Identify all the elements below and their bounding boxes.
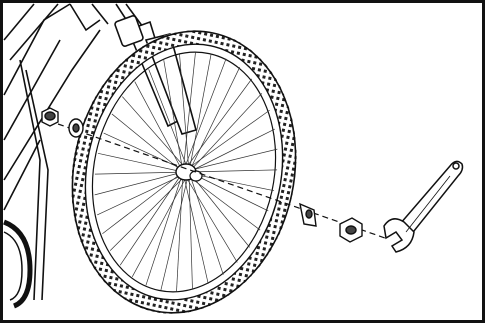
left-axle-nut: [42, 108, 58, 126]
right-axle-nut: [340, 218, 362, 242]
left-tab-washer: [69, 119, 83, 137]
